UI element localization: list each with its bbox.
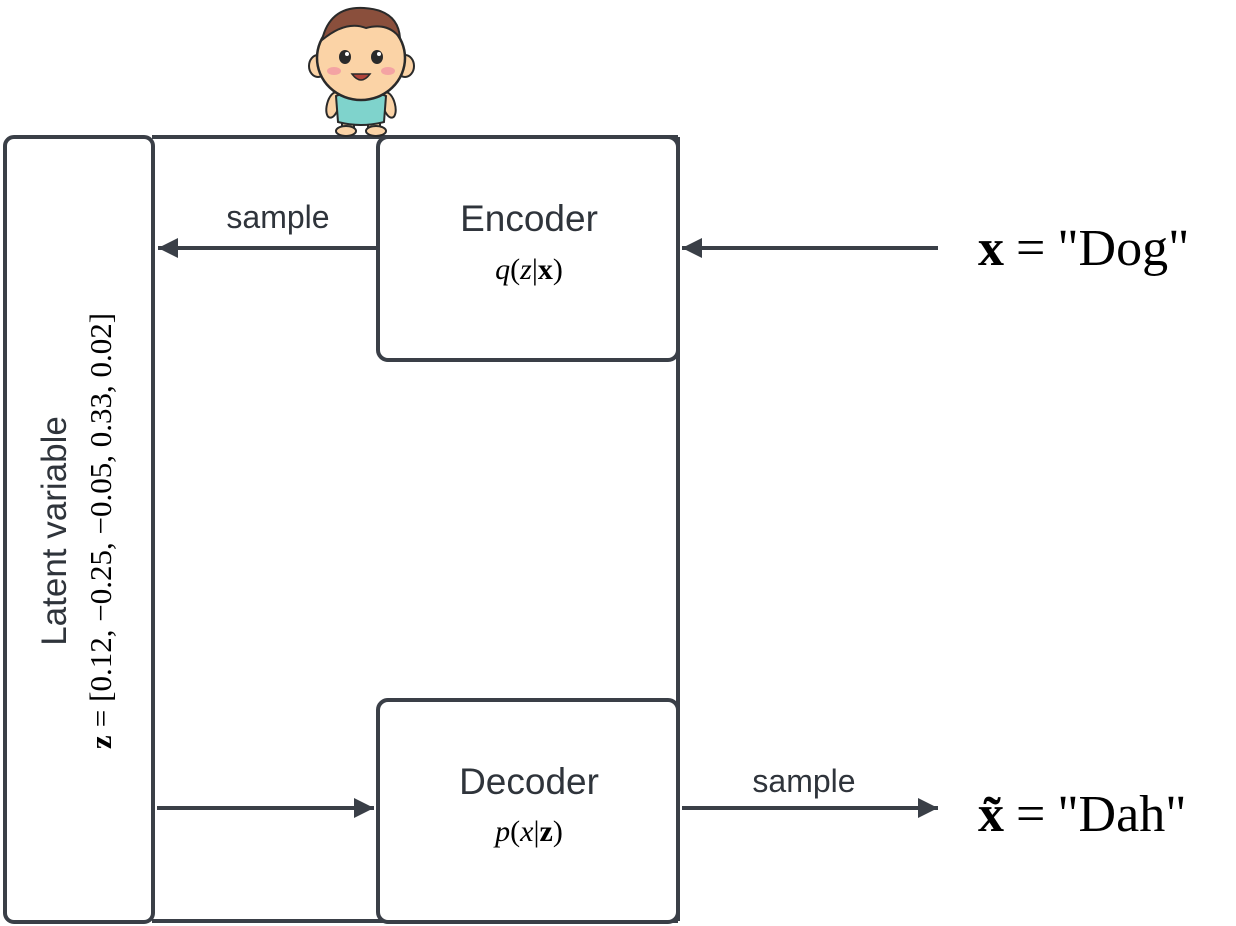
baby-icon	[308, 6, 415, 137]
input-value: "Dog"	[1057, 220, 1189, 277]
encoder-formula-open: (	[510, 253, 520, 286]
decoder-formula-cond: z	[540, 815, 553, 848]
encoder-title: Encoder	[460, 198, 598, 239]
baby-left-foot	[335, 125, 357, 137]
baby-left-eye	[339, 50, 351, 64]
decoder-sample-label: sample	[752, 763, 855, 799]
decoder-formula-open: (	[510, 815, 520, 848]
baby-right-cheek	[381, 67, 395, 75]
decoder-formula-var: x	[519, 815, 534, 848]
encoder-formula-close: )	[553, 253, 563, 286]
baby-right-eye-shine	[377, 52, 381, 56]
latent-vector: [0.12, −0.25, −0.05, 0.33, 0.02]	[83, 313, 118, 702]
output-equals: =	[1016, 786, 1045, 843]
encoder-formula-var: z	[519, 253, 532, 286]
decoder-box	[376, 698, 680, 924]
baby-right-eye	[371, 50, 383, 64]
decoder-formula-fn: p	[493, 815, 510, 848]
input-expression: x="Dog"	[978, 220, 1189, 277]
baby-left-eye-shine	[345, 52, 349, 56]
decoder-formula: p(x|z)	[493, 815, 563, 848]
decoder-title: Decoder	[459, 761, 599, 802]
latent-symbol: z	[83, 735, 118, 749]
encoder-formula-cond: x	[538, 253, 553, 286]
baby-mouth	[350, 73, 372, 81]
decoder-formula-close: )	[553, 815, 563, 848]
latent-equals: =	[83, 710, 118, 727]
latent-title: Latent variable	[35, 416, 74, 646]
output-expression: x̃="Dah"	[978, 786, 1186, 843]
encoder-box	[376, 135, 680, 362]
output-symbol: x̃	[978, 786, 1004, 843]
input-equals: =	[1016, 220, 1045, 277]
encoder-formula: q(z|x)	[495, 253, 563, 286]
encoder-formula-bar: |	[532, 253, 538, 286]
input-symbol: x	[978, 220, 1004, 277]
decoder-formula-bar: |	[533, 815, 539, 848]
baby-right-foot	[365, 125, 387, 137]
baby-left-cheek	[327, 67, 341, 75]
latent-box	[3, 135, 155, 924]
latent-label-group: Latent variable z = [0.12, −0.25, −0.05, 0…	[35, 313, 118, 749]
latent-values: z = [0.12, −0.25, −0.05, 0.33, 0.02]	[83, 313, 118, 749]
encoder-sample-label: sample	[226, 199, 329, 235]
output-value: "Dah"	[1057, 786, 1186, 843]
encoder-formula-fn: q	[495, 253, 510, 286]
baby-hair	[320, 6, 402, 43]
